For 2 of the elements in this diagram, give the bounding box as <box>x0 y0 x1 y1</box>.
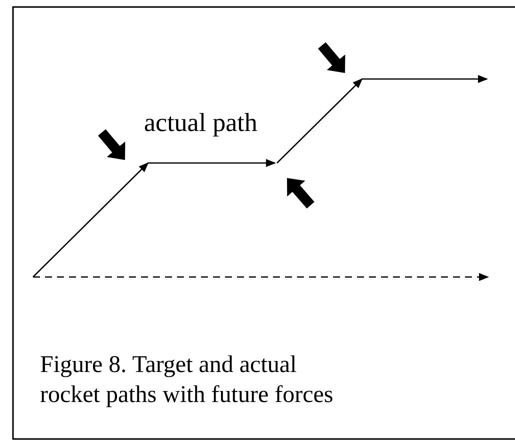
figure-caption: Figure 8. Target and actual rocket paths with future forces <box>40 351 334 410</box>
path-label: actual path <box>144 108 258 138</box>
